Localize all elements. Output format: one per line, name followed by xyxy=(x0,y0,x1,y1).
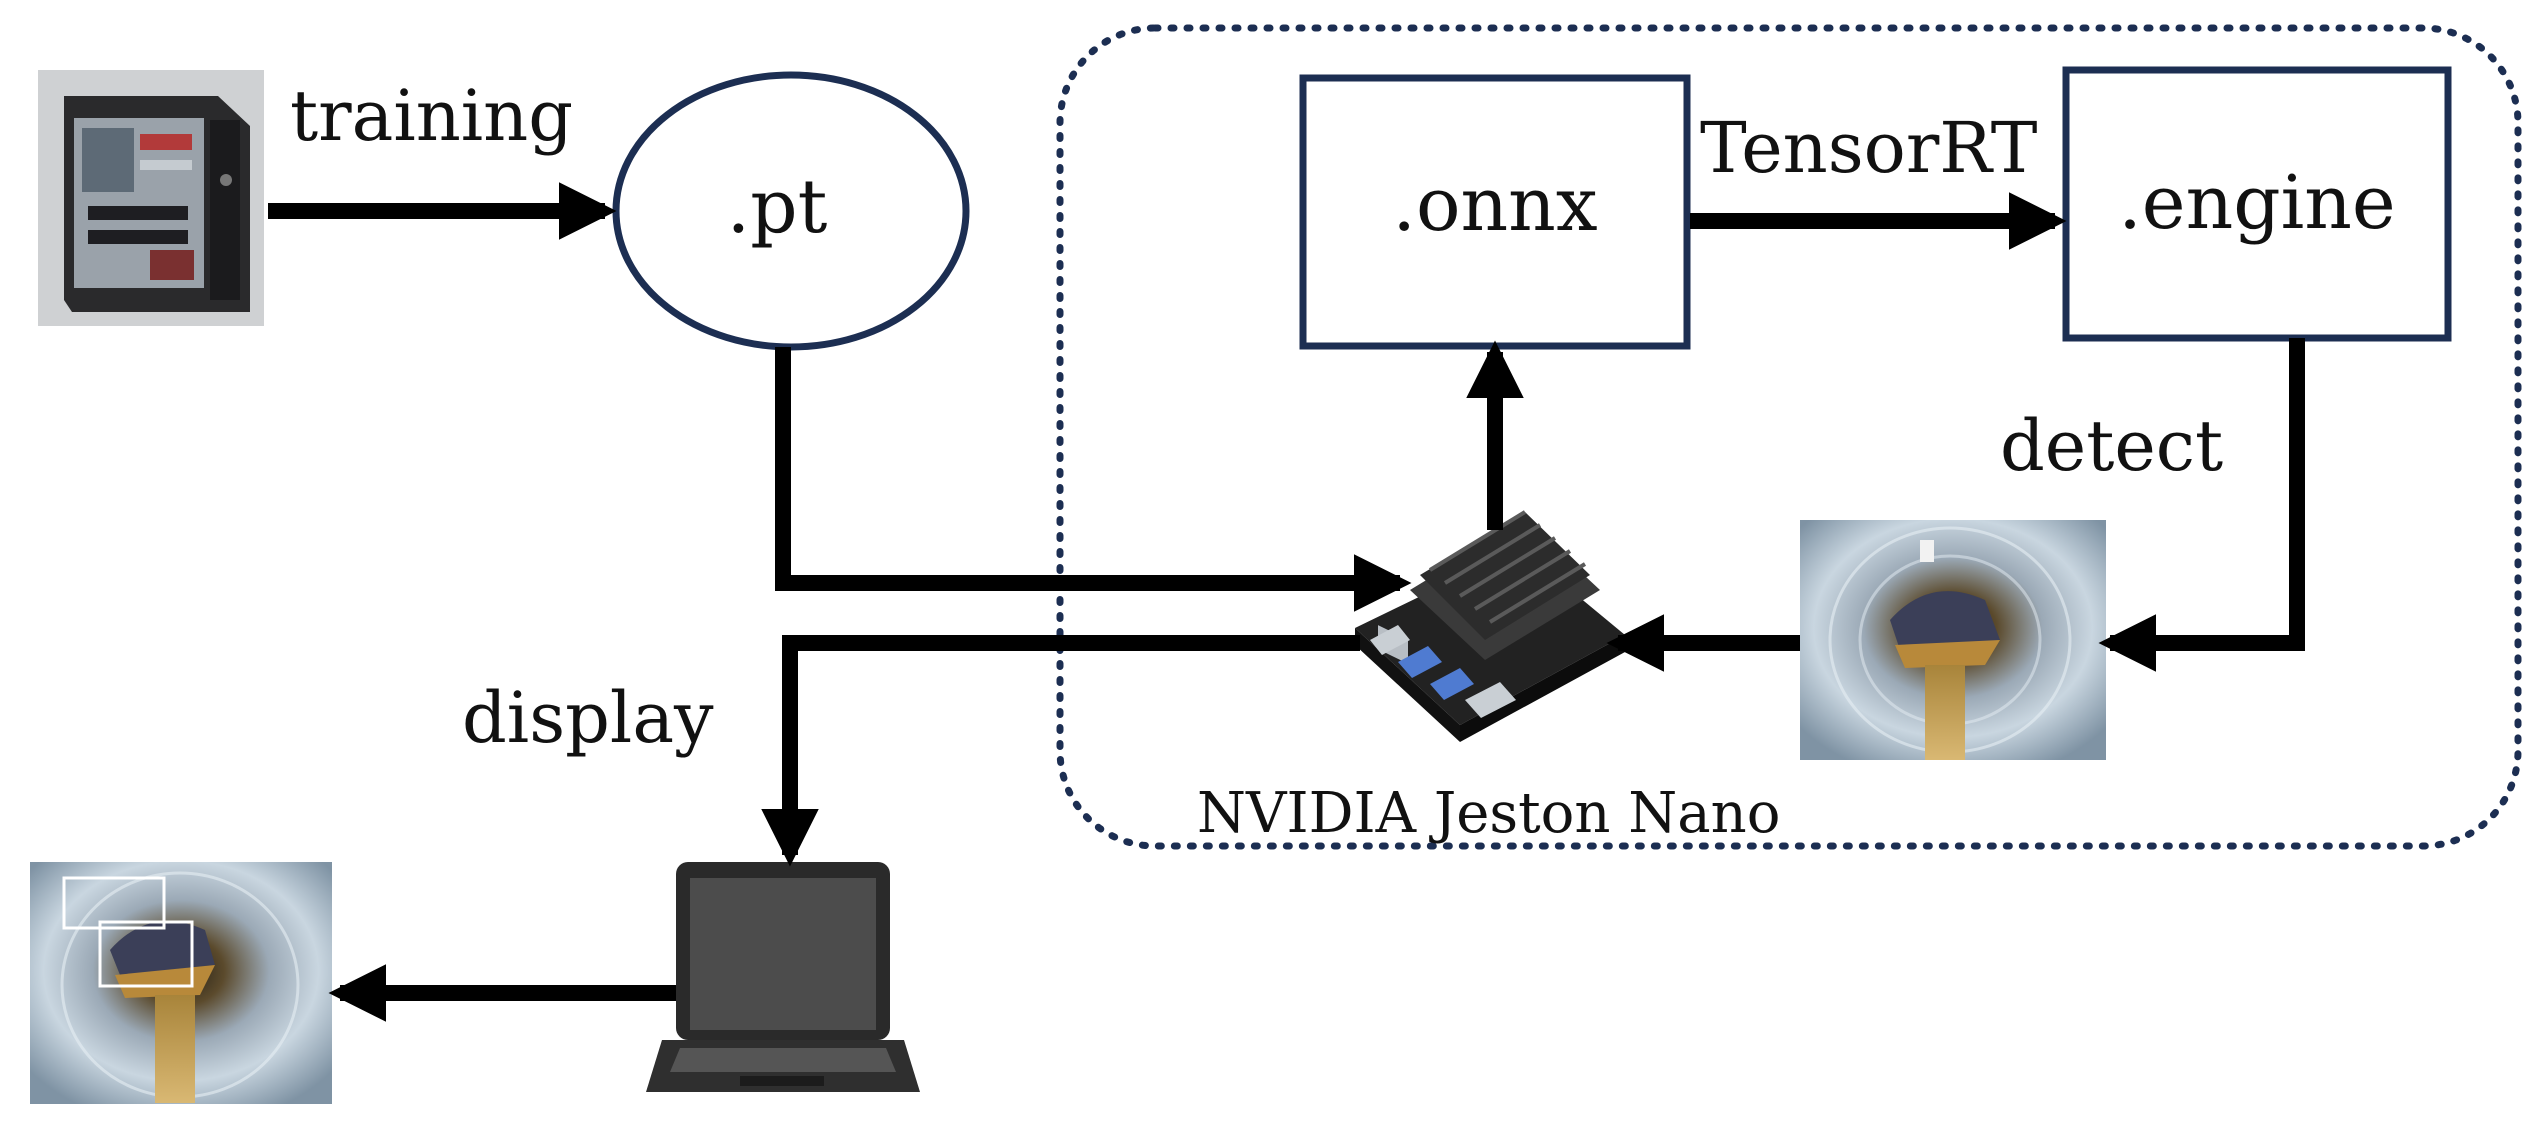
engine-node xyxy=(2062,66,2452,342)
detect-label: detect xyxy=(2000,405,2223,487)
pt-to-board-arrow xyxy=(775,347,1412,612)
pt-label: .pt xyxy=(727,164,828,250)
training-label: training xyxy=(290,75,573,157)
tensorrt-label: TensorRT xyxy=(1700,107,2037,189)
device-label: NVIDIA Jeston Nano xyxy=(1197,781,1780,846)
board-to-laptop-arrow xyxy=(761,635,1360,867)
engine-to-frame-arrow xyxy=(2098,338,2305,672)
engine-label: .engine xyxy=(2118,160,2395,246)
nvidia-jetson-nano-board-icon xyxy=(1355,510,1625,742)
desktop-pc-case-icon xyxy=(38,70,264,326)
display-label: display xyxy=(462,677,714,759)
onnx-label: .onnx xyxy=(1392,162,1597,248)
jetson-group-boundary xyxy=(1056,24,2522,850)
pipe-detection-result-image xyxy=(30,862,332,1104)
laptop-icon xyxy=(646,862,920,1092)
pipe-inspection-image xyxy=(1800,520,2106,760)
